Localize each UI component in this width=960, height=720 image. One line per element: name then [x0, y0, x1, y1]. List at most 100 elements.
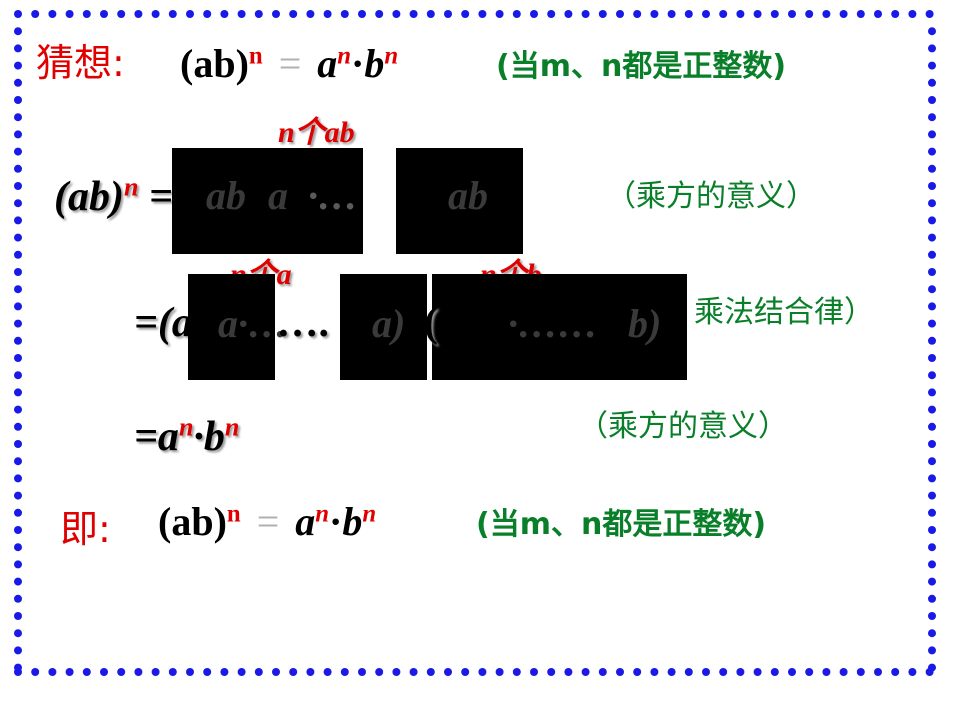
border-dot [14, 130, 22, 139]
border-dot [48, 668, 57, 676]
border-dot [928, 577, 936, 586]
border-dot [117, 10, 126, 18]
border-dot [14, 440, 22, 448]
border-dot [203, 10, 212, 18]
border-dot [65, 668, 74, 676]
border-dot [650, 10, 659, 18]
border-dot [14, 422, 22, 431]
border-dot [512, 668, 521, 676]
border-dot [753, 10, 762, 18]
border-dot [788, 668, 796, 676]
border-dot [925, 10, 934, 18]
border-dot [928, 646, 936, 655]
border-dot [31, 668, 40, 676]
border-dot [134, 668, 143, 676]
border-dot [928, 216, 936, 225]
border-dot [928, 474, 936, 483]
border-dot [891, 668, 900, 676]
step2-open-paren: ( [424, 300, 438, 346]
border-dot [633, 668, 642, 676]
guess-eq: = [278, 41, 302, 86]
border-dot [100, 10, 108, 18]
border-dot [14, 526, 22, 534]
border-dot [272, 668, 280, 676]
border-dot [340, 668, 349, 676]
border-dot [581, 10, 590, 18]
guess-condition: (当m、n都是正整数) [496, 49, 787, 84]
border-dot [426, 668, 435, 676]
hidden-a-2: a [268, 173, 288, 218]
border-dot [14, 216, 22, 225]
border-dot [14, 388, 22, 397]
border-dot [14, 10, 22, 18]
border-dot [736, 10, 745, 18]
border-dot [220, 668, 229, 676]
mask-block-1 [172, 148, 363, 254]
border-dot [478, 10, 487, 18]
border-dot [358, 10, 366, 18]
border-dot [908, 668, 917, 676]
border-dot [289, 668, 298, 676]
border-dot [392, 668, 401, 676]
border-dot [928, 457, 936, 466]
border-dot [530, 10, 538, 18]
border-dot [805, 668, 814, 676]
border-dot [928, 388, 936, 397]
border-dot [598, 668, 607, 676]
border-dot [928, 164, 936, 173]
border-dot [323, 668, 332, 676]
border-dot [323, 10, 332, 18]
border-dot [928, 61, 936, 70]
border-dot [254, 668, 263, 676]
border-dot [667, 668, 676, 676]
border-dot [272, 10, 280, 18]
border-dot [928, 440, 936, 448]
border-dot [928, 508, 936, 517]
border-dot [478, 668, 487, 676]
border-dot [928, 27, 936, 36]
border-dot [306, 10, 315, 18]
border-dot [547, 668, 556, 676]
border-dot [14, 319, 22, 328]
border-dot [168, 668, 177, 676]
guess-label: 猜想: [36, 41, 125, 85]
border-dot [134, 10, 143, 18]
border-dot [14, 27, 22, 36]
border-dot [186, 10, 194, 18]
border-dot [14, 268, 22, 276]
mask-block-4 [340, 274, 427, 380]
step2-eq: =(a [134, 300, 193, 346]
guess-lhs: (ab) [180, 41, 249, 86]
border-dot [928, 354, 936, 362]
border-dot [928, 594, 936, 603]
border-dot [461, 668, 470, 676]
border-dot [14, 594, 22, 603]
border-dot [928, 422, 936, 431]
border-dot [358, 668, 366, 676]
hidden-b-end: b) [628, 301, 662, 346]
border-dot [237, 668, 246, 676]
border-dot [14, 612, 22, 620]
border-dot [203, 668, 212, 676]
border-dot [633, 10, 642, 18]
guess-a: a [317, 41, 338, 86]
border-dot [928, 113, 936, 122]
border-dot [186, 668, 194, 676]
border-dot [564, 668, 573, 676]
border-dot [874, 668, 882, 676]
border-dot [289, 10, 298, 18]
border-dot [928, 543, 936, 552]
border-dot [82, 10, 91, 18]
border-dot [702, 668, 710, 676]
border-dot [14, 354, 22, 362]
border-dot [928, 560, 936, 569]
step3-formula: =an·bn [134, 412, 240, 460]
border-dot [928, 319, 936, 328]
hidden-a-end: a) [372, 301, 406, 346]
border-dot [340, 10, 349, 18]
guess-b: b [364, 41, 385, 86]
border-dot [928, 302, 936, 311]
border-dot [426, 10, 435, 18]
border-dot [14, 336, 22, 345]
border-dot [839, 668, 848, 676]
